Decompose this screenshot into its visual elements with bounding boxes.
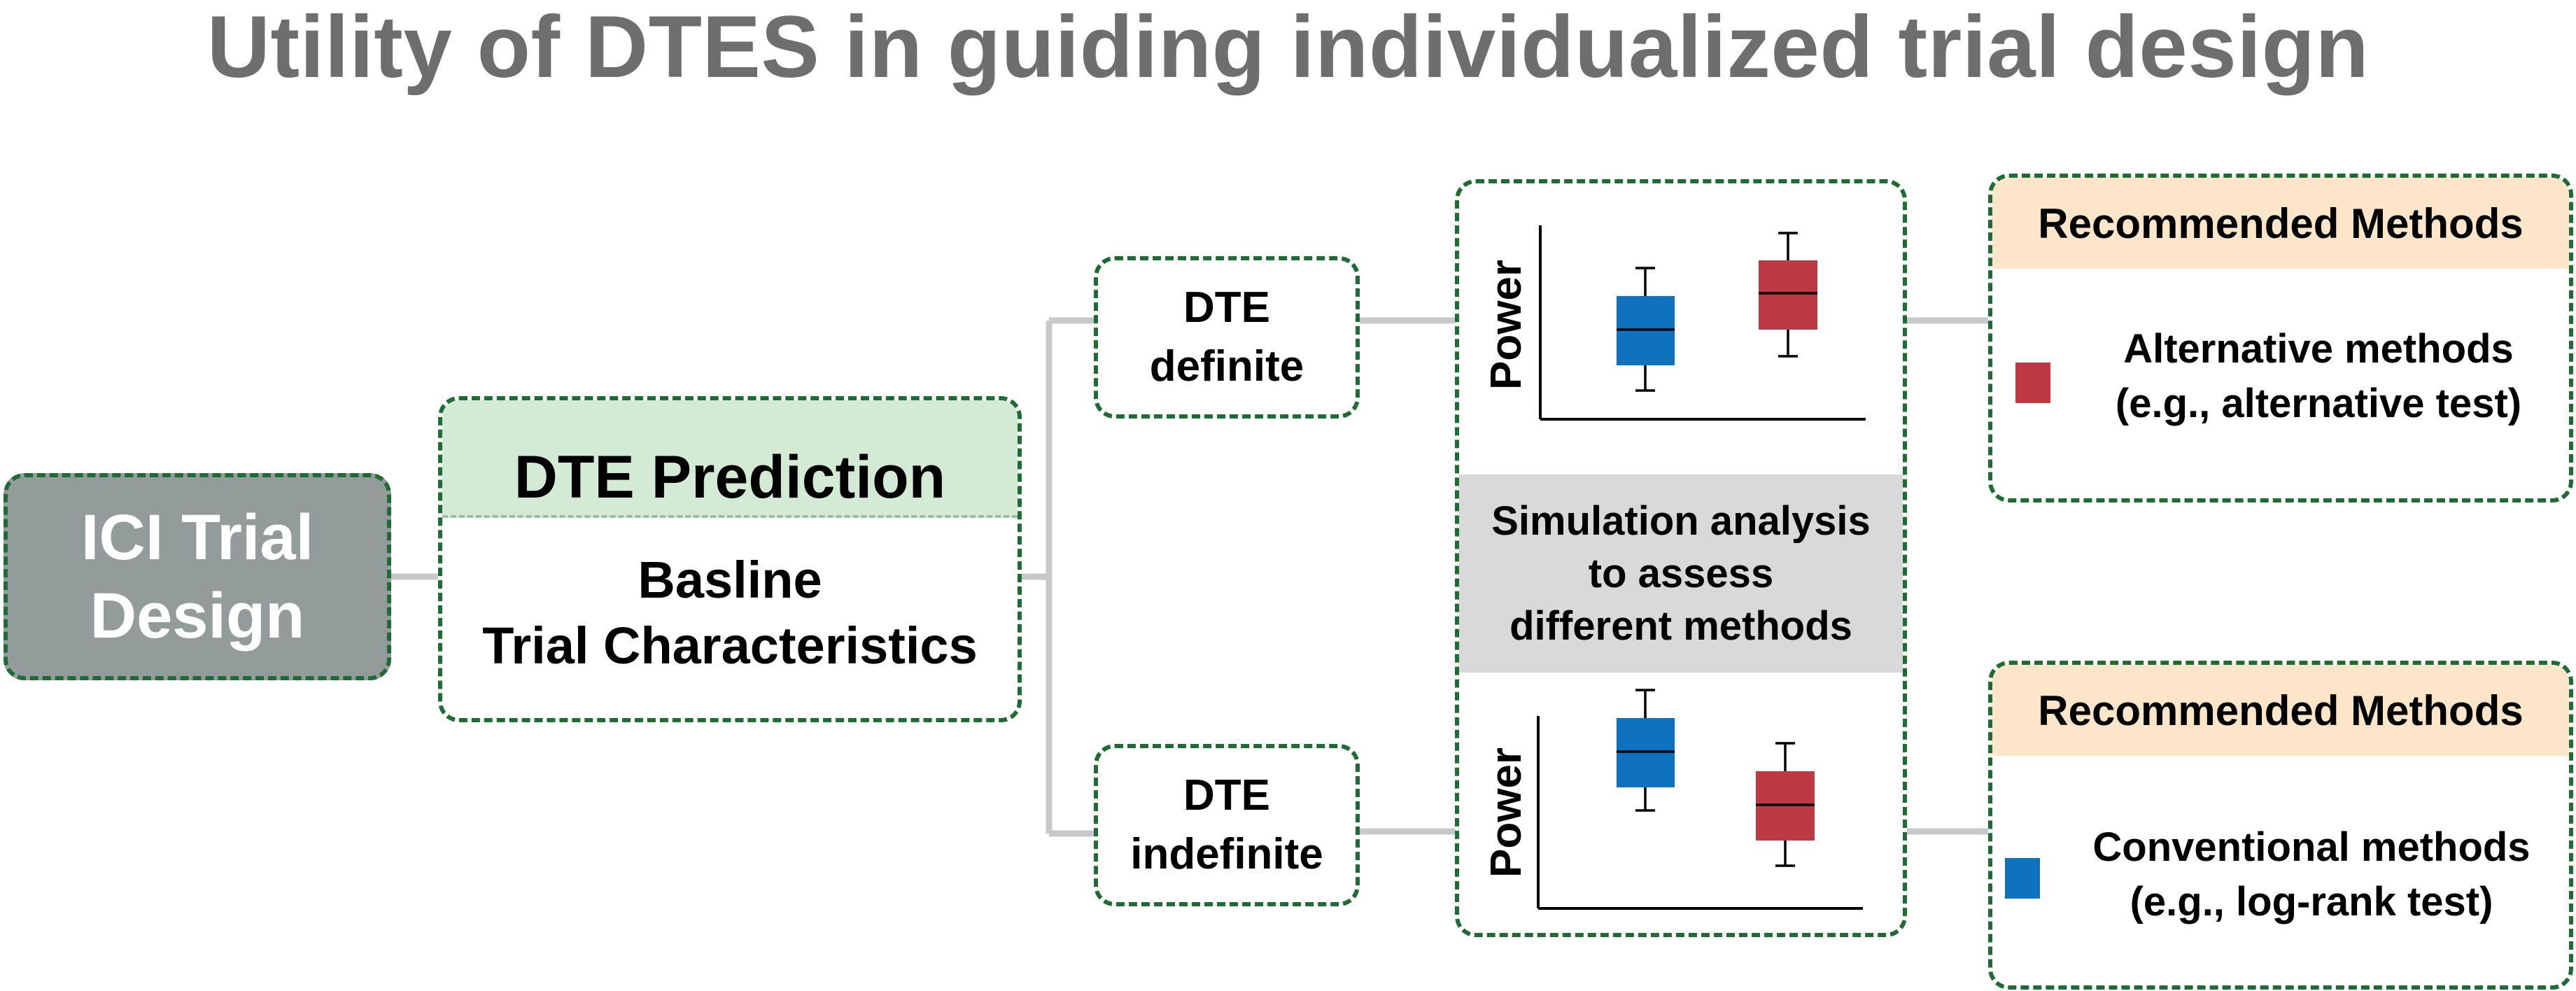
simulation-panel: Power Simulation analysis to assess diff… [1455,179,1907,937]
conventional-method-line2: (e.g., log-rank test) [2130,879,2493,925]
y-axis-label: Power [1482,260,1530,390]
dte-prediction-box: DTE Prediction Basline Trial Characteris… [438,396,1022,722]
dte-indefinite-box: DTE indefinite [1094,744,1360,906]
page-title: Utility of DTES in guiding individualize… [206,0,2370,96]
recommended-methods-alternative-box: Recommended Methods Alternative methods … [1988,174,2573,502]
recommended-methods-conventional-box: Recommended Methods Conventional methods… [1988,661,2573,990]
conventional-method-swatch [2005,858,2040,899]
simulation-analysis-band: Simulation analysis to assess different … [1459,475,1903,673]
ici-box-line2: Design [90,580,305,652]
ici-box-line1: ICI Trial [80,502,314,573]
conventional-method-line1: Conventional methods [2092,824,2531,870]
conventional-method-text: Conventional methods (e.g., log-rank tes… [2046,820,2569,929]
alternative-method-text: Alternative methods (e.g., alternative t… [2069,322,2568,431]
recommended-methods-title: Recommended Methods [2038,687,2524,734]
dte-prediction-title: DTE Prediction [514,443,946,511]
dte-prediction-header: DTE Prediction [442,400,1018,518]
prediction-body-line2: Trial Characteristics [482,617,978,675]
dte-indefinite-line1: DTE [1183,771,1270,820]
simulation-line1: Simulation analysis [1491,498,1871,544]
alternative-method-box [1759,232,1817,358]
recommended-methods-header: Recommended Methods [1992,178,2569,269]
conventional-method-box [1617,689,1675,812]
recommended-methods-header: Recommended Methods [1992,665,2569,756]
dte-definite-box: DTE definite [1094,256,1360,419]
dte-prediction-body: Basline Trial Characteristics [442,521,1018,718]
prediction-body-line1: Basline [638,551,822,609]
alternative-method-box [1756,742,1815,867]
conventional-method-box [1617,267,1675,392]
ici-trial-design-box: ICI Trial Design [3,473,391,680]
power-boxplot-top: Power [1482,225,1866,421]
dte-indefinite-line2: indefinite [1130,830,1323,878]
alternative-method-line2: (e.g., alternative test) [2115,381,2522,426]
alternative-method-line1: Alternative methods [2123,326,2514,372]
power-boxplot-bottom: Power [1482,689,1863,910]
simulation-line2: to assess [1588,551,1774,596]
simulation-line3: different methods [1509,603,1852,649]
alternative-method-swatch [2015,363,2050,403]
y-axis-label: Power [1482,747,1530,878]
recommended-methods-title: Recommended Methods [2038,199,2524,247]
dte-definite-line2: definite [1149,342,1304,391]
dte-definite-line1: DTE [1183,283,1270,332]
